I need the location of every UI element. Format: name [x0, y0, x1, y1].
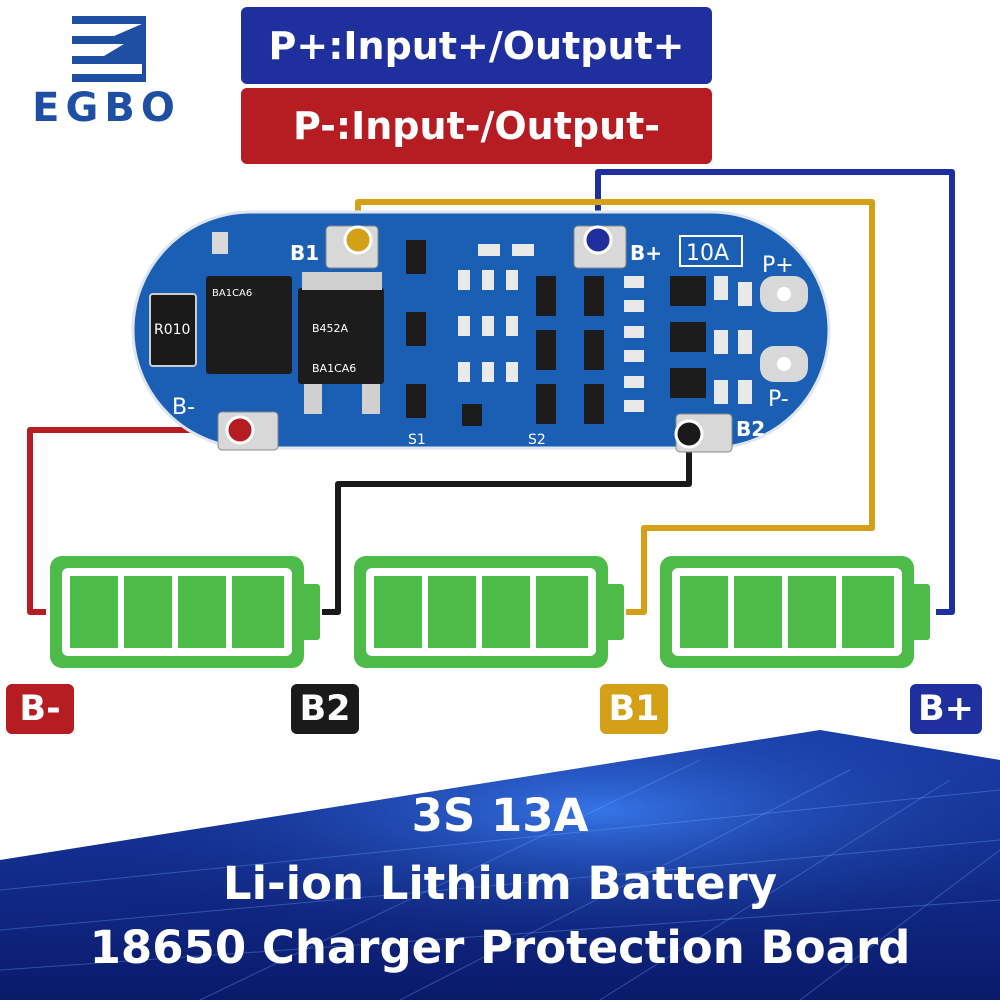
- pcb-label-b1: B1: [290, 241, 319, 265]
- pcb-label-mosfet3: BA1CA6: [312, 362, 356, 375]
- pcb-board: B1 B+ 10A P+ P- B- B2 S1 S2 R010 BA1CA6 …: [131, 210, 831, 453]
- title-line-2: Li-ion Lithium Battery: [222, 857, 778, 910]
- title-line-3: 18650 Charger Protection Board: [89, 921, 911, 974]
- egbo-logo: EGBO: [14, 14, 199, 130]
- black-wire: [322, 434, 692, 615]
- battery-3: [660, 556, 930, 668]
- gold-wire: [355, 199, 875, 615]
- b1-connection-dot: [343, 225, 373, 255]
- tag-b2: B2: [291, 684, 359, 734]
- pcb-label-pplus: P+: [762, 253, 794, 278]
- pcb-label-pminus: P-: [768, 387, 789, 412]
- logo-mark-icon: [72, 16, 146, 82]
- pcb-label-b2: B2: [736, 417, 765, 441]
- pcb-label-rating: 10A: [686, 241, 729, 266]
- red-wire: [27, 427, 240, 615]
- tag-b1: B1: [600, 684, 668, 734]
- title-line-1: 3S 13A: [411, 789, 589, 842]
- bminus-connection-dot: [225, 415, 255, 445]
- p-minus-label: P-:Input-/Output-: [241, 88, 712, 164]
- tag-bplus: B+: [910, 684, 982, 734]
- bplus-connection-dot: [583, 225, 613, 255]
- tag-bminus: B-: [6, 684, 74, 734]
- pcb-label-s2: S2: [528, 432, 546, 448]
- wiring-diagram: B1 B+ 10A P+ P- B- B2 S1 S2 R010 BA1CA6 …: [27, 169, 955, 668]
- p-plus-label: P+:Input+/Output+: [241, 7, 712, 84]
- blue-wire: [595, 169, 955, 615]
- pcb-label-resistor: R010: [154, 322, 190, 338]
- brand-name: EGBO: [32, 85, 181, 131]
- pcb-label-bplus: B+: [630, 241, 662, 265]
- pcb-label-s1: S1: [408, 432, 426, 448]
- pcb-label-mosfet2: B452A: [312, 322, 349, 335]
- battery-2: [354, 556, 624, 668]
- pcb-label-mosfet1: BA1CA6: [212, 288, 252, 299]
- pcb-label-bminus: B-: [172, 395, 195, 420]
- banner-background: [0, 730, 1000, 1000]
- b2-connection-dot: [674, 419, 704, 449]
- battery-1: [50, 556, 320, 668]
